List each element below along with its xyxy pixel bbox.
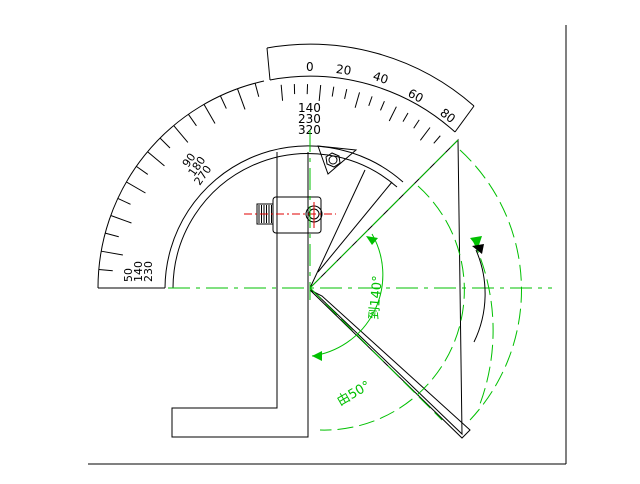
hex-nut-hexagon — [326, 153, 340, 167]
main-label-230: 230 — [142, 261, 155, 282]
main-scale-tick — [118, 198, 131, 204]
main-scale-tick — [255, 83, 259, 97]
blade — [310, 140, 462, 434]
vernier-tick — [369, 96, 372, 105]
vernier-tick — [420, 127, 430, 140]
arrowhead-140-bottom — [312, 351, 322, 361]
main-scale-tick — [111, 215, 132, 223]
dimension-arc-outer-2 — [460, 150, 521, 420]
vernier-label-20: 20 — [335, 62, 352, 78]
main-scale-tick — [188, 114, 196, 125]
vernier-outer-arc — [267, 44, 474, 106]
main-scale-ticks — [98, 83, 259, 288]
vernier-tick — [281, 85, 282, 101]
vernier-tick — [434, 136, 440, 144]
main-scale-tick — [174, 126, 188, 143]
vernier-right-edge — [455, 106, 474, 132]
dimension-label-140: 到140° — [367, 275, 386, 320]
dimension-label-50: 由50° — [335, 378, 374, 409]
vernier-tick — [332, 87, 334, 97]
vernier-tick — [403, 113, 408, 122]
main-scale-tick — [160, 138, 170, 148]
vernier-label-40: 40 — [371, 69, 390, 87]
main-scale-outer-arc — [98, 81, 264, 288]
hex-nut-hole — [329, 156, 337, 164]
vernier-tick — [319, 85, 321, 101]
dimension-arc-outer-3 — [472, 238, 493, 404]
vernier-label-0: 0 — [306, 60, 314, 74]
blade-inner-1 — [310, 170, 365, 288]
main-scale-tick — [126, 182, 145, 193]
square-arm — [172, 152, 308, 437]
vernier-label-80: 80 — [437, 106, 458, 126]
vernier-tick — [345, 89, 347, 99]
vernier-left-edge — [267, 48, 270, 80]
rotation-arc — [474, 250, 485, 342]
vernier-tick — [355, 92, 359, 107]
main-scale-tick — [237, 89, 245, 110]
main-scale-tick — [148, 152, 165, 166]
main-scale-tick — [220, 96, 226, 109]
main-scale-tick — [204, 104, 215, 123]
vernier-tick — [389, 107, 396, 121]
main-scale-tick — [101, 251, 123, 255]
main-scale-tick — [105, 233, 119, 237]
vernier-tick — [414, 120, 420, 128]
main-scale-tick — [99, 270, 113, 271]
vernier-label-60: 60 — [406, 86, 426, 106]
main-scale-tick — [136, 166, 147, 174]
vernier-group-line-3: 320 — [298, 123, 321, 137]
vernier-tick — [380, 101, 384, 110]
